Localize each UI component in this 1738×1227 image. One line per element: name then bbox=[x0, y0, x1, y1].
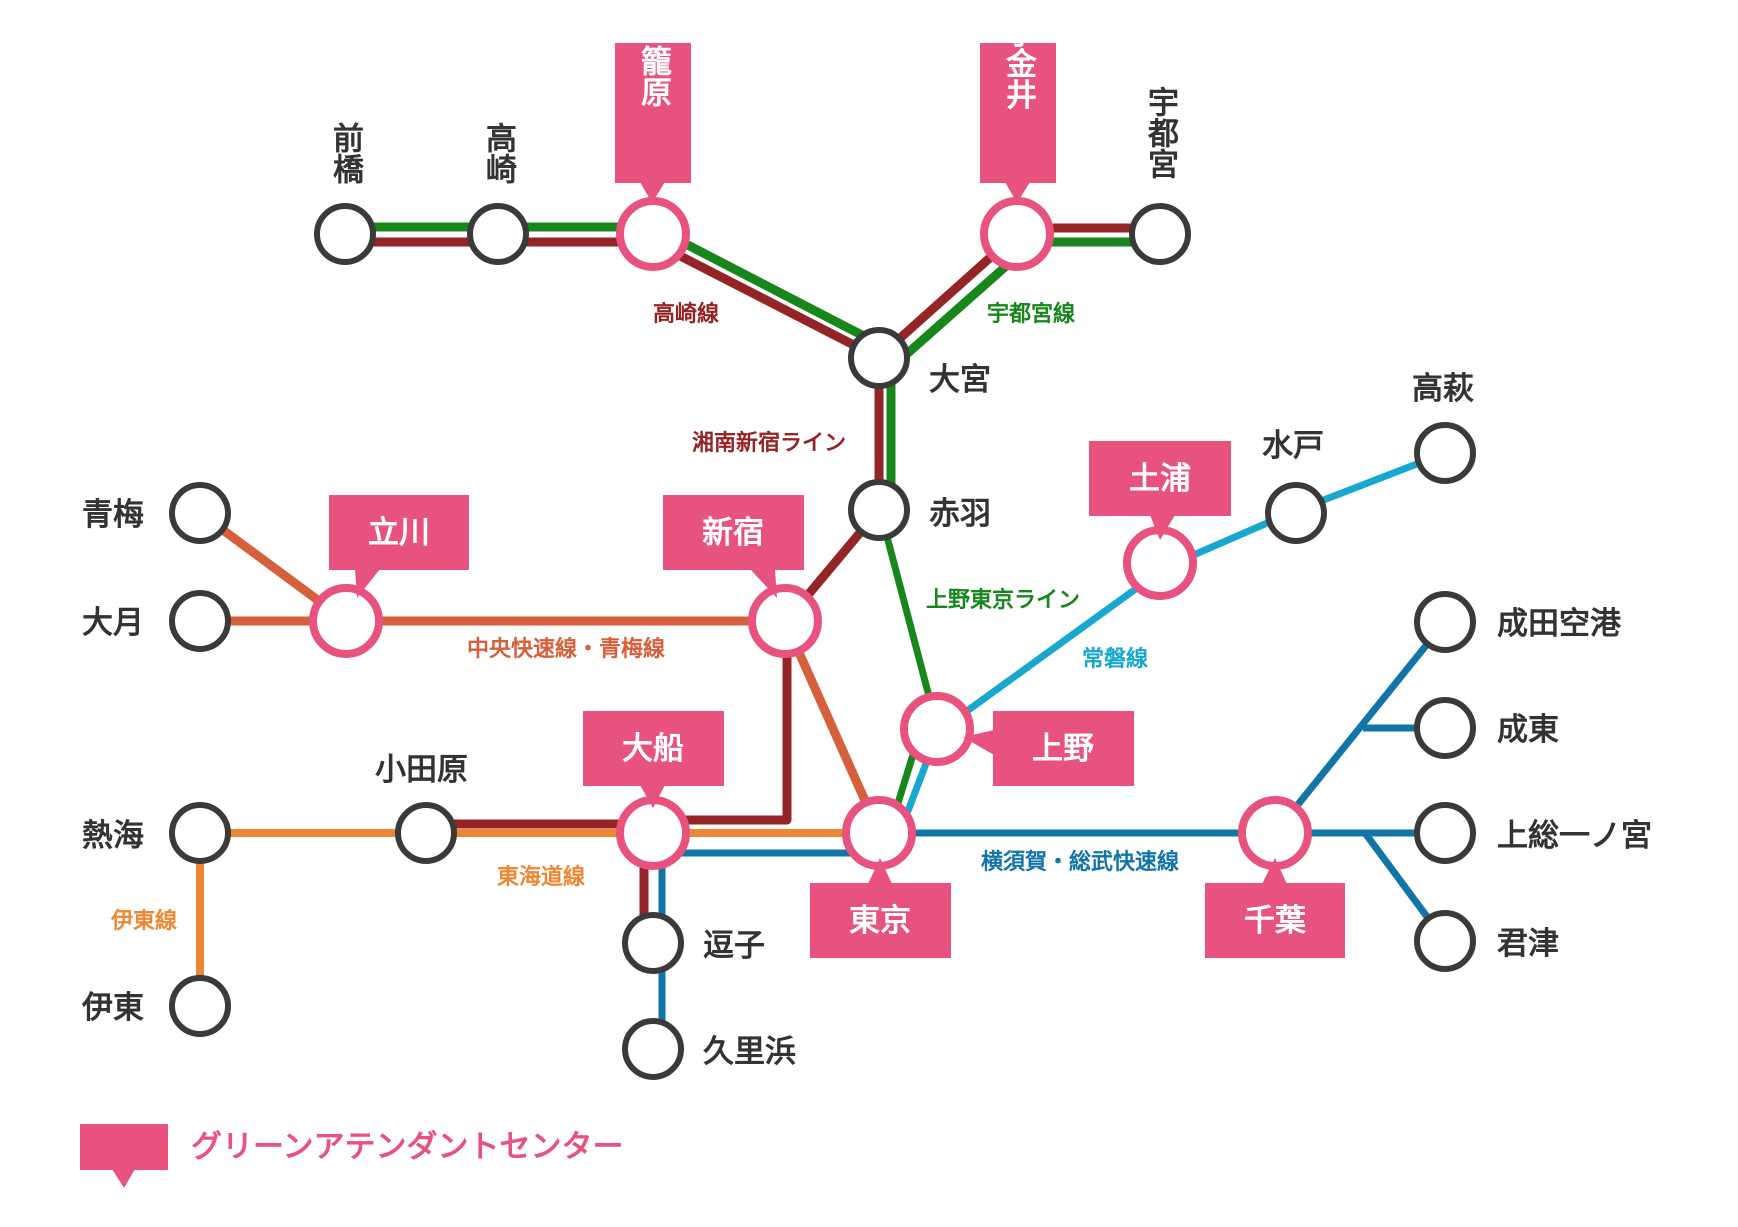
tag-text-koganei: 小金井 bbox=[1000, 17, 1038, 111]
label-atami: 熱海 bbox=[82, 818, 144, 854]
tag-text-tsuchiura: 土浦 bbox=[1129, 461, 1191, 497]
station-ofuna[interactable] bbox=[616, 796, 690, 870]
line-ueno-tokyo bbox=[876, 509, 934, 834]
line-shonan-shinjuku bbox=[655, 507, 883, 825]
line-label-ueno-tokyo: 上野東京ライン bbox=[926, 587, 1080, 613]
station-ueno[interactable] bbox=[900, 692, 974, 766]
line-label-chuo: 中央快速線・青梅線 bbox=[467, 636, 665, 662]
tag-labels: 立川 新宿 土浦 上野 大船 東京 千葉 籠原 小金井 bbox=[368, 17, 1307, 940]
label-takasaki: 高崎 bbox=[480, 122, 516, 184]
station-otsuki[interactable] bbox=[169, 590, 231, 652]
tag-koganei bbox=[980, 43, 1056, 203]
tag-chiba bbox=[1205, 858, 1345, 958]
stations bbox=[169, 203, 1476, 1080]
station-zushi[interactable] bbox=[622, 912, 684, 974]
tag-text-chiba: 千葉 bbox=[1244, 903, 1307, 939]
line-label-joban: 常磐線 bbox=[1082, 646, 1148, 672]
station-maebashi[interactable] bbox=[314, 203, 376, 265]
label-akabane: 赤羽 bbox=[929, 496, 991, 532]
tag-text-shinjuku: 新宿 bbox=[702, 515, 764, 551]
label-utsunomiya: 宇都宮 bbox=[1142, 86, 1180, 179]
tag-text-tachikawa: 立川 bbox=[368, 515, 430, 551]
station-narita-airport[interactable] bbox=[1414, 591, 1476, 653]
tag-text-tokyo: 東京 bbox=[849, 903, 911, 939]
station-tokyo[interactable] bbox=[842, 796, 916, 870]
line-utsunomiya bbox=[345, 222, 1160, 510]
label-narutou: 成東 bbox=[1497, 712, 1559, 748]
label-kurihama: 久里浜 bbox=[703, 1034, 796, 1070]
station-ito[interactable] bbox=[169, 975, 231, 1037]
legend-label: グリーンアテンダントセンター bbox=[191, 1129, 623, 1165]
line-label-tokaido: 東海道線 bbox=[497, 864, 585, 890]
label-mito: 水戸 bbox=[1262, 428, 1324, 464]
station-atami[interactable] bbox=[169, 802, 231, 864]
station-koganei[interactable] bbox=[980, 197, 1054, 271]
line-label-yokosuka-sobu: 横須賀・総武快速線 bbox=[981, 849, 1179, 875]
line-labels: 高崎線 宇都宮線 湘南新宿ライン 上野東京ライン 常磐線 中央快速線・青梅線 東… bbox=[110, 301, 1179, 934]
station-takasaki[interactable] bbox=[467, 203, 529, 265]
label-kazusa-ichinomiya: 上総一ノ宮 bbox=[1497, 818, 1652, 854]
label-kimitsu: 君津 bbox=[1497, 926, 1559, 962]
tag-tachikawa bbox=[329, 495, 469, 598]
tag-text-ofuna: 大船 bbox=[622, 731, 684, 767]
station-mito[interactable] bbox=[1265, 482, 1327, 544]
station-kagohara[interactable] bbox=[616, 197, 690, 271]
marker-tags bbox=[329, 43, 1345, 958]
line-utsunomiya-green bbox=[897, 248, 1025, 364]
marked-stations bbox=[309, 197, 1312, 870]
station-kurihama[interactable] bbox=[622, 1018, 684, 1080]
label-otsuki: 大月 bbox=[82, 605, 144, 641]
line-label-utsunomiya: 宇都宮線 bbox=[987, 301, 1075, 327]
marker-tag-icon bbox=[80, 1124, 168, 1188]
station-labels: 前橋 高崎 宇都宮 大宮 赤羽 青梅 大月 水戸 高萩 小田原 熱海 伊東 逗子… bbox=[81, 86, 1652, 1070]
station-takahagi[interactable] bbox=[1414, 422, 1476, 484]
legend: グリーンアテンダントセンター bbox=[80, 1124, 623, 1188]
line-label-takasaki: 高崎線 bbox=[653, 301, 719, 327]
station-kimitsu[interactable] bbox=[1414, 910, 1476, 972]
station-narutou[interactable] bbox=[1414, 697, 1476, 759]
station-omiya[interactable] bbox=[848, 327, 910, 389]
tag-ofuna bbox=[583, 711, 724, 808]
tag-text-kagohara: 籠原 bbox=[635, 44, 672, 107]
line-tokaido bbox=[196, 829, 879, 1006]
label-zushi: 逗子 bbox=[703, 928, 765, 964]
tag-shinjuku bbox=[663, 495, 804, 598]
tag-tsuchiura bbox=[1089, 441, 1231, 540]
line-label-shonan-shinjuku: 湘南新宿ライン bbox=[692, 430, 846, 456]
label-narita-airport: 成田空港 bbox=[1497, 606, 1622, 642]
tag-ueno bbox=[963, 711, 1134, 786]
line-takasaki bbox=[345, 237, 884, 510]
label-ito: 伊東 bbox=[81, 990, 144, 1026]
station-tachikawa[interactable] bbox=[309, 584, 383, 658]
label-odawara: 小田原 bbox=[375, 752, 468, 788]
station-chiba[interactable] bbox=[1238, 796, 1312, 870]
station-odawara[interactable] bbox=[395, 802, 457, 864]
station-utsunomiya[interactable] bbox=[1129, 203, 1191, 265]
tag-kagohara bbox=[615, 43, 691, 203]
label-maebashi: 前橋 bbox=[327, 122, 364, 184]
label-takahagi: 高萩 bbox=[1412, 371, 1474, 407]
station-kazusa-ichinomiya[interactable] bbox=[1414, 802, 1476, 864]
station-shinjuku[interactable] bbox=[748, 584, 822, 658]
line-label-ito: 伊東線 bbox=[110, 908, 177, 934]
tag-text-ueno: 上野 bbox=[1032, 731, 1094, 767]
tag-tokyo bbox=[810, 858, 951, 958]
label-ome: 青梅 bbox=[82, 497, 144, 533]
label-omiya: 大宮 bbox=[929, 362, 991, 398]
station-akabane[interactable] bbox=[848, 479, 910, 541]
station-ome[interactable] bbox=[169, 482, 231, 544]
